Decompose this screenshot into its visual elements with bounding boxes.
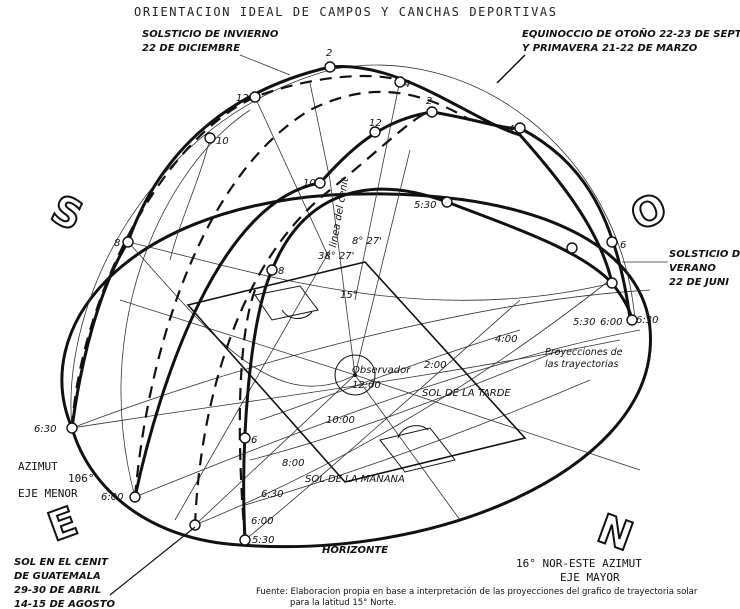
angle-label-2: 8° 27' bbox=[352, 236, 382, 247]
hour-p800: 8:00 bbox=[282, 458, 304, 469]
zenith-path-dashed bbox=[133, 90, 471, 498]
sun-markers bbox=[66, 61, 638, 546]
hour-s6: 6 bbox=[251, 435, 257, 446]
source-line-1: Fuente: Elaboracion propia en base a int… bbox=[256, 586, 698, 597]
zenith-label-2: DE GUATEMALA bbox=[14, 571, 101, 582]
hour-p600b: 6:00 bbox=[251, 516, 273, 527]
cardinal-north: N bbox=[591, 506, 638, 561]
hour-e4: 4 bbox=[508, 124, 514, 135]
hour-p1000: 10:00 bbox=[326, 415, 355, 426]
zenith-path-dashed-4 bbox=[238, 289, 257, 541]
horizon-label: HORIZONTE bbox=[322, 545, 388, 556]
winter-solstice-label-2: 22 DE DICIEMBRE bbox=[142, 43, 240, 54]
observer-circle bbox=[334, 354, 376, 396]
summer-solstice-label-2: VERANO bbox=[669, 263, 716, 274]
hour-w4: 4 bbox=[404, 79, 410, 90]
equinox-label-1: EQUINOCCIO DE OTOÑO 22-23 DE SEPT bbox=[522, 27, 740, 40]
cardinal-south: S bbox=[44, 187, 90, 241]
summer-solstice-label-3: 22 DE JUNI bbox=[669, 277, 729, 288]
hour-e2: 2 bbox=[426, 96, 432, 107]
azimut-major-1: 16° NOR-ESTE AZIMUT bbox=[516, 557, 642, 570]
source-line-2: para la latitud 15° Norte. bbox=[290, 598, 396, 608]
cardinal-west: O bbox=[624, 184, 674, 240]
afternoon-sun-label: SOL DE LA TARDE bbox=[422, 388, 511, 399]
equinox-label-2: Y PRIMAVERA 21-22 DE MARZO bbox=[522, 43, 698, 54]
cardinal-east: E bbox=[42, 498, 83, 551]
projection-lines bbox=[71, 79, 651, 541]
court-goal-bottom bbox=[379, 425, 456, 473]
winter-solstice-path bbox=[70, 64, 634, 429]
zenith-label-4: 14-15 DE AGOSTO bbox=[14, 599, 116, 609]
hour-p600r: 6:00 bbox=[600, 317, 622, 328]
zenith-path-dashed-3 bbox=[70, 74, 401, 429]
dome-outline-2 bbox=[120, 109, 251, 498]
hour-e12: 12 bbox=[369, 118, 382, 129]
hour-p530: 5:30 bbox=[252, 535, 274, 546]
hour-p630: 6:30 bbox=[261, 489, 283, 500]
azimut-minor-2: 106° bbox=[68, 472, 95, 485]
zenith-path-dashed-2 bbox=[193, 110, 433, 526]
zenith-label-3: 29-30 DE ABRIL bbox=[14, 585, 101, 596]
hour-p530r: 5:30 bbox=[573, 317, 595, 328]
azimut-minor-1: AZIMUT bbox=[18, 460, 58, 473]
observer-point bbox=[353, 373, 357, 377]
hour-e530: 5:30 bbox=[414, 200, 436, 211]
projections-label-2: las trayectorias bbox=[545, 359, 618, 370]
court-goal-top bbox=[254, 285, 319, 321]
projections-label-1: Proyecciones de bbox=[545, 347, 623, 358]
hour-e10: 10 bbox=[303, 178, 316, 189]
diagram-title: ORIENTACION IDEAL DE CAMPOS Y CANCHAS DE… bbox=[134, 5, 558, 19]
azimut-minor-3: EJE MENOR bbox=[18, 487, 78, 500]
hour-sum6: 6 bbox=[620, 240, 626, 251]
hour-p400: 4:00 bbox=[495, 334, 517, 345]
hour-h630: 6:30 bbox=[34, 424, 56, 435]
equinox-path bbox=[133, 110, 632, 498]
zenith-leader bbox=[109, 526, 196, 596]
equinox-leader bbox=[496, 54, 526, 84]
hour-w8: 8 bbox=[114, 238, 120, 249]
observer-label: Observador bbox=[352, 365, 411, 376]
azimut-major-2: EJE MAYOR bbox=[560, 571, 620, 584]
angle-label-3: 15° bbox=[340, 290, 358, 301]
hour-sum630: 6:30 bbox=[636, 315, 658, 326]
hour-w2: 2 bbox=[326, 48, 332, 59]
morning-sun-label: SOL DE LA MANANA bbox=[305, 474, 405, 485]
hour-p1200: 12:00 bbox=[352, 380, 381, 391]
summer-solstice-label-1: SOLSTICIO D bbox=[669, 249, 740, 260]
hour-s8: 8 bbox=[278, 266, 284, 277]
hour-p200: 2:00 bbox=[424, 360, 446, 371]
zenith-line-label: linea del cenit bbox=[328, 176, 351, 248]
hour-h600: 6:00 bbox=[101, 492, 123, 503]
winter-solstice-label-1: SOLSTICIO DE INVIERNO bbox=[142, 29, 279, 40]
angle-label-1: 38° 27' bbox=[318, 251, 354, 262]
hour-w12: 12 bbox=[236, 93, 249, 104]
hour-w10: 10 bbox=[216, 136, 229, 147]
court-outline bbox=[186, 261, 527, 483]
zenith-label-1: SOL EN EL CENIT bbox=[14, 557, 109, 568]
summer-solstice-path bbox=[242, 187, 614, 541]
winter-leader bbox=[239, 54, 291, 76]
horizon-ellipse bbox=[60, 192, 652, 549]
